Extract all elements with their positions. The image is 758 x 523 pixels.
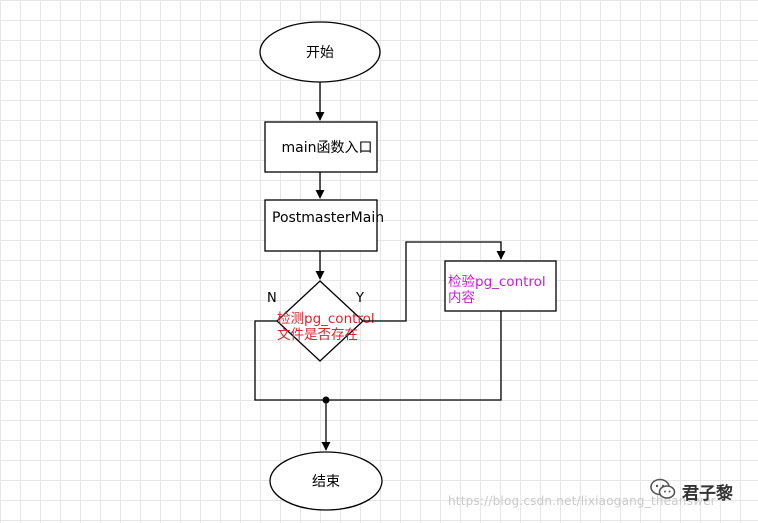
- connector-no-to-merge: [254, 320, 326, 401]
- end-label: 结束: [312, 474, 340, 490]
- decision-label-line1: 检测pg_control: [277, 311, 375, 327]
- branch-no-label: N: [267, 291, 277, 306]
- connector-verify-to-merge: [326, 311, 502, 401]
- main-entry-node: [264, 121, 378, 173]
- verify-label-line2: 内容: [448, 289, 475, 306]
- main-entry-label: main函数入口: [282, 140, 373, 156]
- end-node: [269, 451, 383, 511]
- postmaster-node: [264, 199, 378, 252]
- brand-name: 君子黎: [682, 483, 733, 504]
- brand-badge: 君子黎: [650, 478, 733, 504]
- wechat-icon: [650, 478, 676, 504]
- verify-node: [444, 260, 557, 312]
- verify-label-line1: 检验pg_control: [448, 274, 546, 290]
- decision-label-line2: 文件是否存在: [277, 327, 358, 343]
- start-label: 开始: [306, 45, 334, 61]
- branch-yes-label: Y: [355, 291, 364, 306]
- connector-yes-to-verify: [363, 241, 506, 322]
- decision-node: [276, 280, 364, 362]
- watermark-url: https://blog.csdn.net/lixiaogang_theansw…: [448, 494, 716, 508]
- postmaster-label: PostmasterMain: [272, 210, 384, 226]
